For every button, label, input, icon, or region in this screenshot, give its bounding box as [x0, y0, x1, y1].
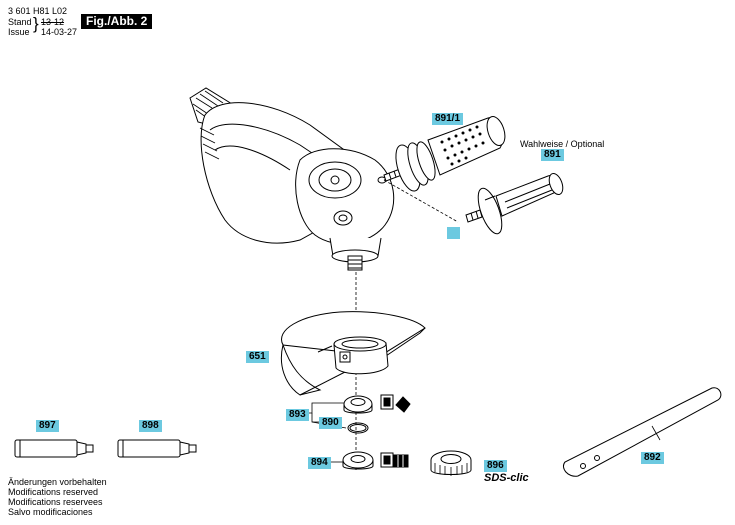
clamping-nut-894	[330, 451, 409, 470]
figure-label: Fig./Abb. 2	[81, 14, 153, 29]
part-label-893: 893	[286, 409, 309, 421]
footer-line-2: Modifications reserved	[8, 487, 99, 497]
part-label-897: 897	[36, 420, 59, 432]
stand-value: 13-12	[41, 17, 65, 27]
header-brace: }	[33, 14, 39, 33]
grinder-body	[189, 87, 395, 271]
optional-note: Wahlweise / Optional	[520, 139, 605, 149]
part-label-892: 892	[641, 452, 664, 464]
footer-line-1: Änderungen vorbehalten	[8, 477, 107, 487]
footer-line-3: Modifications reservees	[8, 497, 103, 507]
issue-value: 14-03-27	[41, 27, 78, 37]
side-handle-891	[465, 172, 564, 235]
doc-number: 3 601 H81 L02	[8, 6, 68, 16]
stand-label: Stand	[8, 17, 32, 27]
part-label-891-1: 891/1	[432, 113, 464, 125]
sds-clic-nut-896	[430, 450, 472, 476]
part-label-894: 894	[308, 457, 331, 469]
footer-line-4: Salvo modificaciones	[8, 507, 93, 517]
part-label-890: 890	[319, 417, 342, 429]
issue-label: Issue	[8, 27, 30, 37]
sds-clic-label: SDS-clic	[484, 472, 529, 484]
optional-marker	[447, 227, 460, 239]
grease-tube-897	[14, 439, 94, 458]
part-label-651: 651	[246, 351, 269, 363]
pin-wrench-892	[563, 387, 722, 477]
flange-893	[305, 394, 411, 434]
grease-tube-898	[117, 439, 197, 458]
guard-651	[280, 311, 426, 396]
part-label-891: 891	[541, 149, 564, 161]
side-handle-891-1	[383, 116, 506, 192]
part-label-896: 896	[484, 460, 507, 472]
part-label-898: 898	[139, 420, 162, 432]
